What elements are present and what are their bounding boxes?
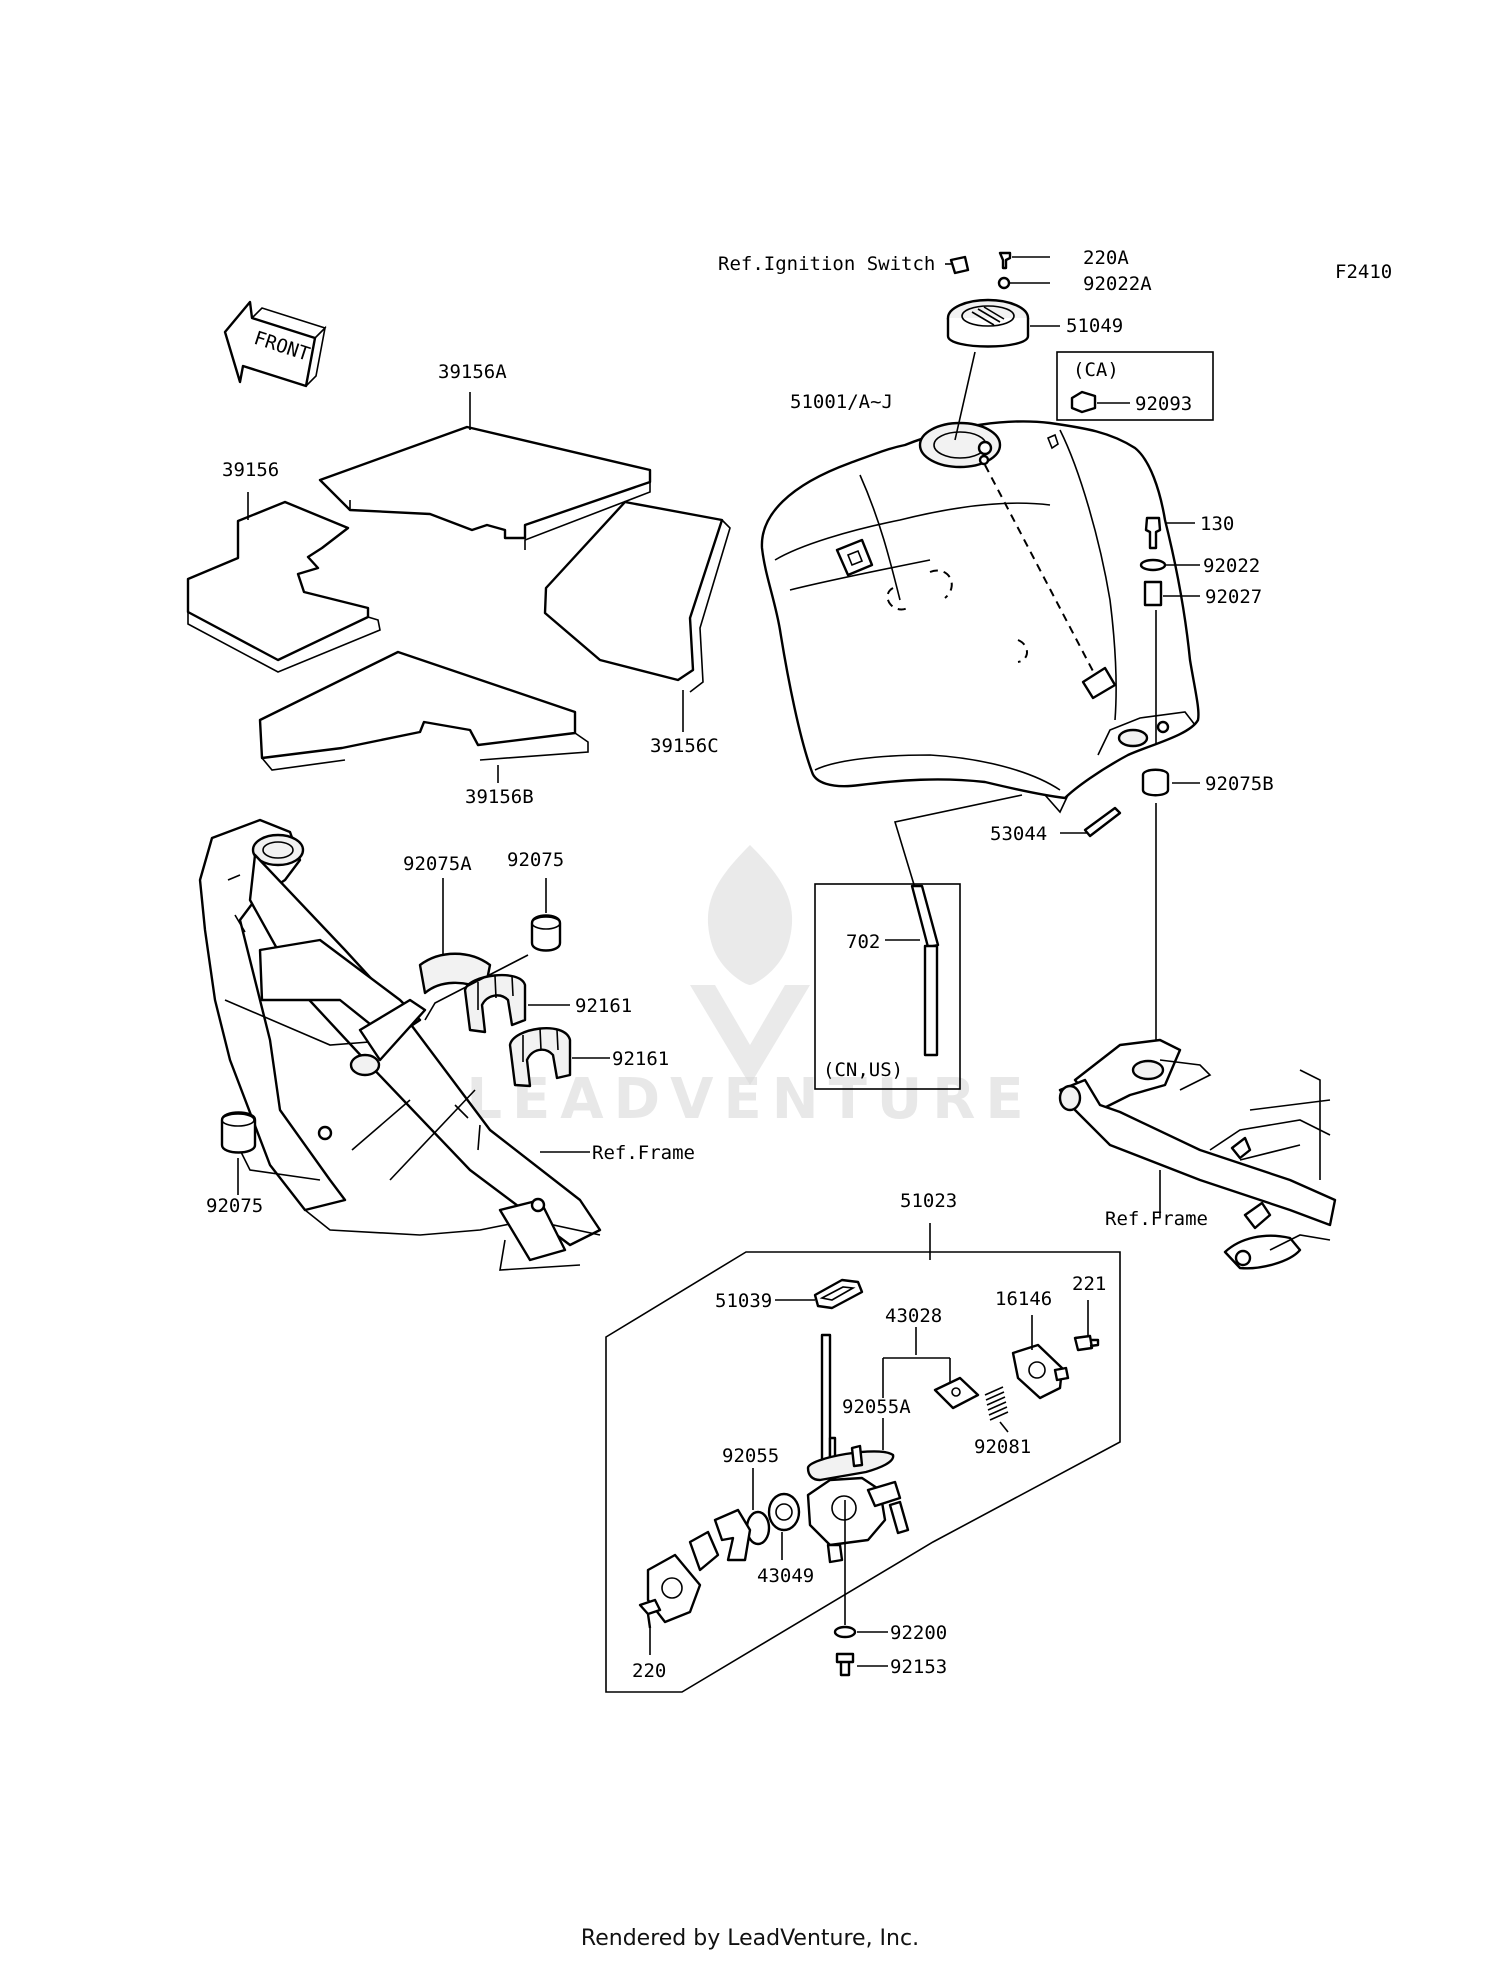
label-220: 220 [632,1660,666,1682]
label-92055A: 92055A [842,1396,911,1418]
gasket-shaped [688,1530,720,1572]
label-43049: 43049 [757,1565,814,1587]
frame-right [1058,1038,1337,1270]
plate [646,1553,702,1624]
label-92153: 92153 [890,1656,947,1678]
ca-box [1056,351,1214,421]
watermark-text: LEADVENTURE [466,1067,1033,1132]
label-92161-b: 92161 [612,1048,669,1070]
label-39156A: 39156A [438,361,507,383]
label-92075-top: 92075 [507,849,564,871]
fuel-cock-body [806,1333,910,1564]
part-92093-nut [1070,390,1097,414]
label-92161-a: 92161 [575,995,632,1017]
damper-92075B [1141,768,1170,797]
collar-92027 [1143,580,1163,607]
label-39156C: 39156C [650,735,719,757]
label-92081: 92081 [974,1436,1031,1458]
hose-702 [910,884,940,949]
damper-92075-bottom [220,1111,257,1154]
label-221: 221 [1072,1273,1106,1295]
label-92075-bottom: 92075 [206,1195,263,1217]
label-220A: 220A [1083,247,1129,269]
ignition-switch-bushing [949,255,970,275]
pad-39156B [258,650,589,771]
label-92075A: 92075A [403,853,472,875]
part-53044 [1083,806,1122,838]
bolt-220A [998,251,1012,270]
o-ring-51039 [813,1278,864,1310]
pad-39156A [318,425,652,550]
label-92027: 92027 [1205,586,1262,608]
o-ring-92055 [745,1510,771,1546]
fuel-cap [946,298,1030,348]
cn-us-box [814,883,961,1090]
screw-220 [638,1598,662,1629]
label-53044: 53044 [990,823,1047,845]
cover-16146 [1011,1343,1070,1400]
bolt-130 [1144,516,1162,550]
screw-92153 [835,1652,855,1677]
diagram-code: F2410 [1335,261,1392,283]
label-16146: 16146 [995,1288,1052,1310]
frame-left [198,818,602,1271]
footer-credit: Rendered by LeadVenture, Inc. [580,1926,920,1951]
diaphragm-43028 [933,1376,980,1410]
label-130: 130 [1200,513,1234,535]
fuel-tank [760,420,1200,814]
label-92022: 92022 [1203,555,1260,577]
fuel-cock-box [605,1251,1121,1693]
label-39156B: 39156B [465,786,534,808]
label-92022A: 92022A [1083,273,1152,295]
washer-92022A [997,276,1011,290]
screw-221 [1073,1334,1100,1352]
label-51001: 51001/A~J [790,391,893,413]
cn-us-box-label: (CN,US) [823,1059,903,1081]
damper-92161-b [508,1027,572,1088]
label-ref-ignition-switch: Ref.Ignition Switch [718,253,935,275]
label-92093: 92093 [1135,393,1192,415]
ca-box-label: (CA) [1073,359,1119,381]
front-arrow-icon: FRONT [223,300,327,388]
label-39156: 39156 [222,459,279,481]
pad-39156 [186,500,381,673]
label-ref-frame-left: Ref.Frame [592,1142,695,1164]
label-ref-frame-right: Ref.Frame [1105,1208,1208,1230]
washer-92022 [1139,558,1167,572]
label-51049: 51049 [1066,315,1123,337]
filter-43049 [767,1492,801,1532]
label-51023: 51023 [900,1190,957,1212]
pad-39156C [543,500,731,693]
label-51039: 51039 [715,1290,772,1312]
label-43028: 43028 [885,1305,942,1327]
washer-92200 [833,1625,857,1639]
spring-92081 [984,1386,1009,1421]
label-92200: 92200 [890,1622,947,1644]
label-92055: 92055 [722,1445,779,1467]
label-92075B: 92075B [1205,773,1274,795]
hose-702-lower [923,944,939,1057]
label-702: 702 [846,931,880,953]
lever [713,1508,752,1562]
damper-92075-top [530,914,562,952]
